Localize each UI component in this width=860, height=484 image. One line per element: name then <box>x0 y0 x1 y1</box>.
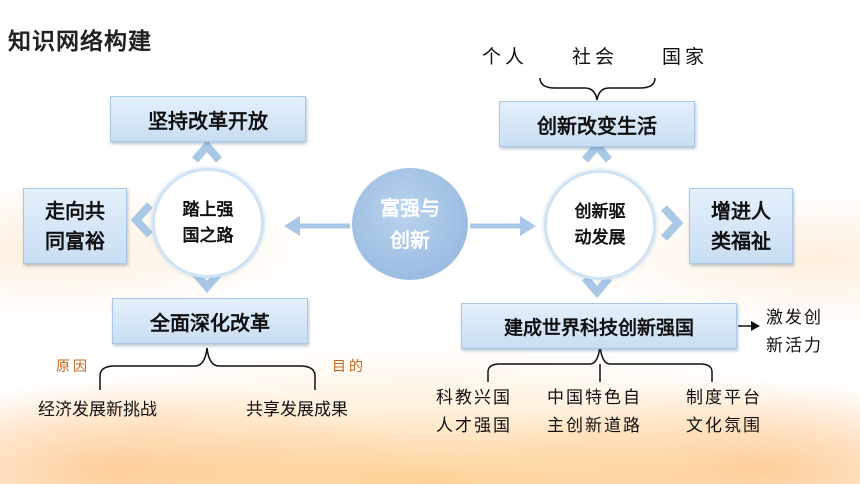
box-common-prosperity: 走向共 同富裕 <box>23 188 127 264</box>
center-circle: 富强与 创新 <box>352 168 468 280</box>
left-side-line-2: 同富裕 <box>45 229 105 253</box>
chevron-left-side <box>130 202 153 238</box>
chevron-right-up <box>581 139 613 163</box>
center-line-1: 富强与 <box>380 196 440 220</box>
branch-1-line-2: 人才强国 <box>436 416 512 436</box>
top-item-society: 社会 <box>572 46 619 68</box>
top-item-individual: 个人 <box>482 46 529 68</box>
circle-strong-nation-road: 踏上强 国之路 <box>152 168 264 278</box>
note-line-1: 激发创 <box>766 308 823 328</box>
label-purpose: 目的 <box>332 359 366 375</box>
text-reason: 经济发展新挑战 <box>38 400 157 420</box>
branch-2-line-2: 主创新道路 <box>547 416 642 436</box>
page-title: 知识网络构建 <box>8 28 152 55</box>
branch-2-line-1: 中国特色自 <box>547 388 642 408</box>
circle-innovation-driven: 创新驱 动发展 <box>544 170 656 280</box>
right-side-line-2: 类福祉 <box>711 229 771 253</box>
note-line-2: 新活力 <box>766 336 823 356</box>
branch-3-line-2: 文化氛围 <box>686 416 762 436</box>
chevron-right-down <box>581 275 613 299</box>
right-side-line-1: 增进人 <box>711 199 771 223</box>
left-circle-line-2: 国之路 <box>182 226 234 246</box>
chevron-left-down <box>191 270 223 294</box>
box-tech-power: 建成世界科技创新强国 <box>461 303 737 349</box>
box-human-wellbeing: 增进人 类福祉 <box>689 188 793 264</box>
box-reform-opening: 坚持改革开放 <box>110 96 306 142</box>
left-side-line-1: 走向共 <box>45 199 105 223</box>
label-reason: 原因 <box>56 359 90 375</box>
arrowhead-to-note <box>751 321 760 331</box>
top-item-nation: 国家 <box>662 46 709 68</box>
center-line-2: 创新 <box>390 228 430 252</box>
chevron-right-side <box>661 205 684 241</box>
left-circle-line-1: 踏上强 <box>182 200 234 220</box>
box-deepen-reform: 全面深化改革 <box>112 298 308 344</box>
branch-1-line-1: 科教兴国 <box>436 388 512 408</box>
brace-bottom-left <box>99 347 316 390</box>
chevron-left-up <box>191 139 223 163</box>
arrowhead-center-to-left <box>284 216 300 236</box>
brace-top-right <box>539 77 656 101</box>
right-circle-line-1: 创新驱 <box>574 202 626 222</box>
text-purpose: 共享发展成果 <box>246 400 348 420</box>
arrowhead-center-to-right <box>520 216 536 236</box>
branch-3-line-1: 制度平台 <box>686 388 762 408</box>
box-innovation-changes-life: 创新改变生活 <box>499 101 695 147</box>
right-circle-line-2: 动发展 <box>574 228 626 248</box>
